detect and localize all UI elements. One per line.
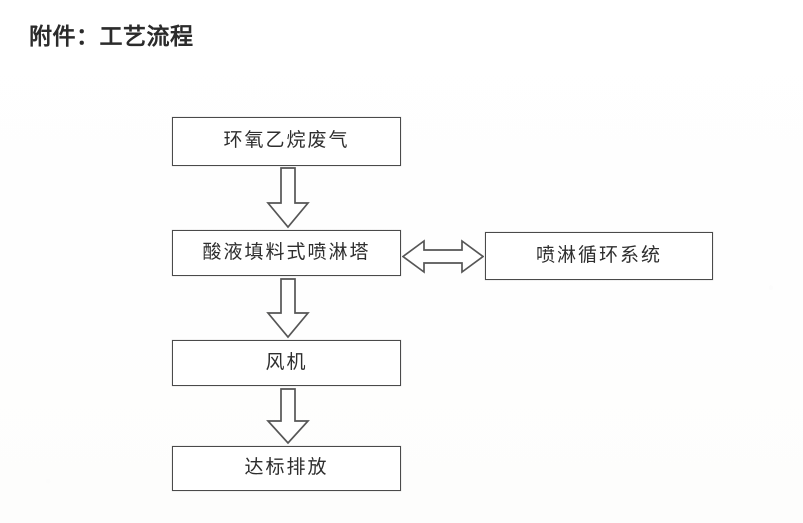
flow-node-label: 环氧乙烷废气 (223, 129, 350, 151)
flow-node-circulation-system: 喷淋循环系统 (485, 232, 713, 280)
flow-node-label: 达标排放 (244, 456, 329, 478)
arrow-down-icon (266, 388, 310, 445)
flow-node-label: 风机 (265, 350, 308, 373)
page-title: 附件：工艺流程 (29, 23, 194, 50)
arrow-left-right-icon (402, 238, 484, 275)
flow-node-spray-tower: 酸液填料式喷淋塔 (172, 230, 401, 276)
arrow-down-icon (266, 167, 310, 229)
flow-node-label: 喷淋循环系统 (535, 243, 662, 266)
flow-node-compliant-discharge: 达标排放 (172, 446, 401, 491)
flow-node-fan: 风机 (172, 340, 401, 386)
arrow-down-icon (266, 278, 310, 339)
flow-node-label: 酸液填料式喷淋塔 (202, 240, 371, 263)
flow-node-waste-gas: 环氧乙烷废气 (172, 117, 401, 166)
